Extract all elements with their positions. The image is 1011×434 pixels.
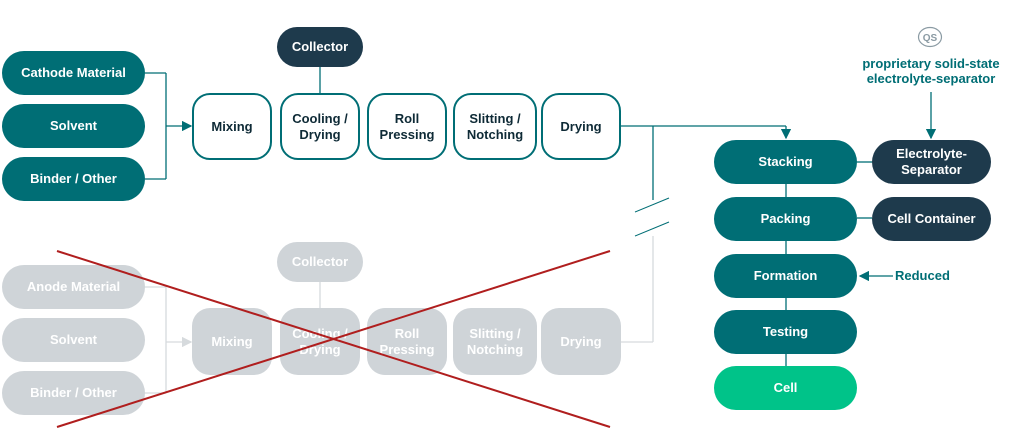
assembly-formation: Formation [714, 254, 857, 298]
cathode-input-connectors [145, 67, 937, 366]
process-mixing: Mixing [192, 93, 272, 160]
anode-input-connectors [145, 236, 654, 394]
anode-process-drying: Drying [541, 308, 621, 375]
cathode-binder-input: Binder / Other [2, 157, 145, 201]
process-roll-pressing: Roll Pressing [367, 93, 447, 160]
assembly-cell: Cell [714, 366, 857, 410]
process-drying: Drying [541, 93, 621, 160]
electrolyte-separator-input: Electrolyte-Separator [872, 140, 991, 184]
callout-text: proprietary solid-state electrolyte-sepa… [862, 56, 1000, 86]
qs-logo-icon: QS [917, 26, 943, 48]
anode-process-mixing: Mixing [192, 308, 272, 375]
assembly-stacking: Stacking [714, 140, 857, 184]
process-slitting-notching: Slitting / Notching [453, 93, 537, 160]
collector-bottom: Collector [277, 242, 363, 282]
anode-process-roll-pressing: Roll Pressing [367, 308, 447, 375]
cell-container-input: Cell Container [872, 197, 991, 241]
logo-text: QS [923, 33, 938, 44]
assembly-packing: Packing [714, 197, 857, 241]
anode-binder-input: Binder / Other [2, 371, 145, 415]
cathode-solvent-input: Solvent [2, 104, 145, 148]
assembly-testing: Testing [714, 310, 857, 354]
process-cooling-drying: Cooling / Drying [280, 93, 360, 160]
anode-process-cooling-drying: Cooling / Drying [280, 308, 360, 375]
collector-top: Collector [277, 27, 363, 67]
reduced-label: Reduced [895, 268, 950, 283]
anode-process-slitting-notching: Slitting / Notching [453, 308, 537, 375]
anode-solvent-input: Solvent [2, 318, 145, 362]
cathode-material-input: Cathode Material [2, 51, 145, 95]
